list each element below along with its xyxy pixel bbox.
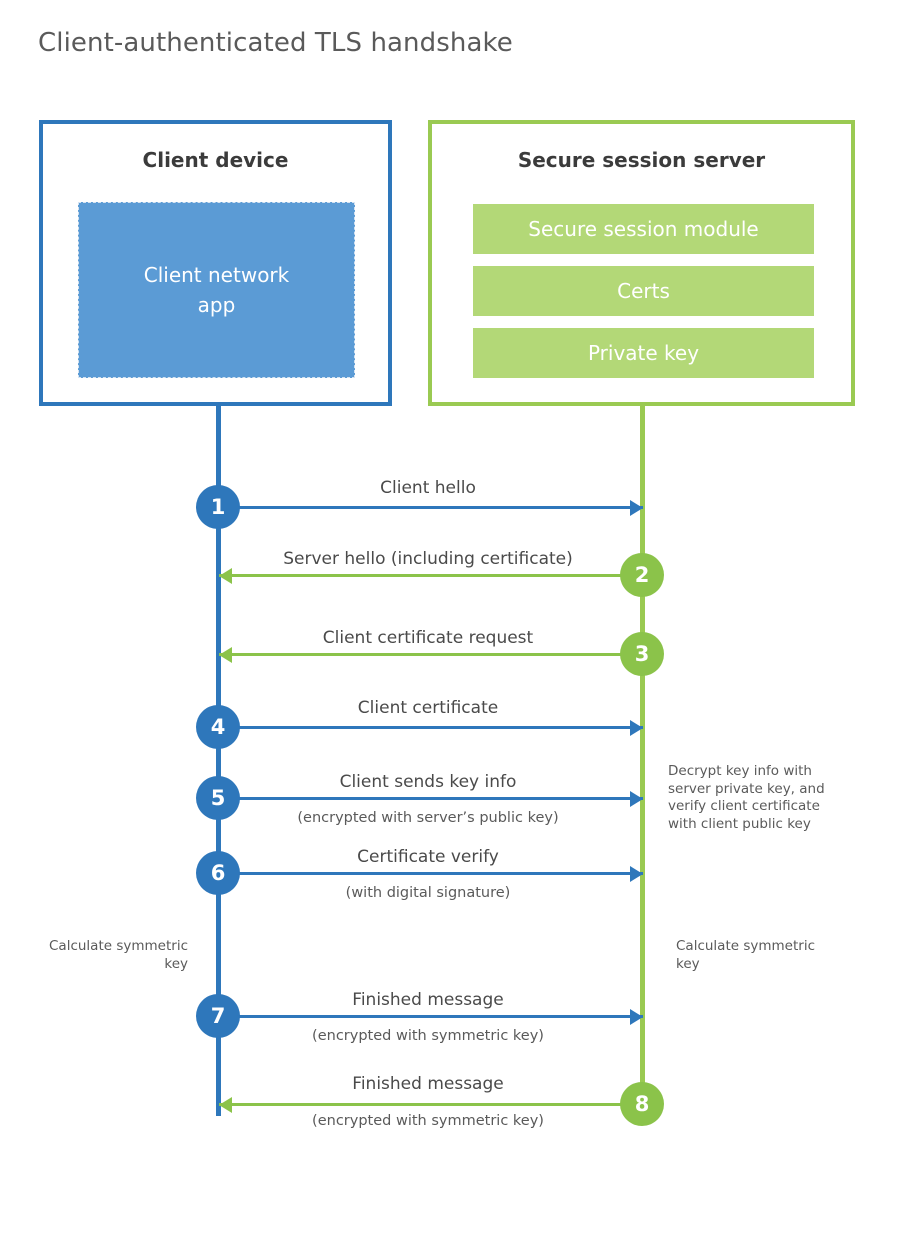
message-2-line	[219, 574, 643, 577]
step-marker-8: 8	[620, 1082, 664, 1126]
step-marker-5: 5	[196, 776, 240, 820]
message-8-arrowhead-icon	[219, 1097, 232, 1113]
message-1-line	[219, 506, 643, 509]
server-component-secure-session-module: Secure session module	[473, 204, 814, 254]
message-7-line	[219, 1015, 643, 1018]
message-8-label: Finished message	[352, 1074, 504, 1094]
step-marker-1: 1	[196, 485, 240, 529]
page-title: Client-authenticated TLS handshake	[38, 28, 513, 58]
message-6-sublabel: (with digital signature)	[345, 885, 511, 901]
note-client-calculate-symmetric-key: Calculate symmetric key	[49, 938, 188, 972]
secure-session-server-box: Secure session server Secure session mod…	[428, 120, 855, 406]
client-network-app-label: Client network app	[143, 263, 290, 317]
step-marker-6: 6	[196, 851, 240, 895]
note-server-calculate-symmetric-key: Calculate symmetric key	[676, 938, 815, 972]
message-5-label: Client sends key info	[339, 772, 517, 792]
message-3-line	[219, 653, 643, 656]
message-2-label: Server hello (including certificate)	[283, 549, 573, 569]
client-network-app-block: Client network app	[78, 202, 355, 378]
message-4-label: Client certificate	[357, 698, 499, 718]
secure-session-server-title: Secure session server	[517, 148, 766, 172]
message-1-label: Client hello	[380, 478, 476, 498]
message-5-sublabel: (encrypted with server’s public key)	[297, 810, 559, 826]
step-marker-7: 7	[196, 994, 240, 1038]
server-lifeline	[640, 404, 645, 1104]
server-component-certs: Certs	[473, 266, 814, 316]
message-3-arrowhead-icon	[219, 647, 232, 663]
message-7-label: Finished message	[352, 990, 504, 1010]
message-6-label: Certificate verify	[357, 847, 499, 867]
step-marker-4: 4	[196, 705, 240, 749]
message-4-line	[219, 726, 643, 729]
message-2-arrowhead-icon	[219, 568, 232, 584]
message-7-sublabel: (encrypted with symmetric key)	[312, 1028, 544, 1044]
message-8-sublabel: (encrypted with symmetric key)	[312, 1113, 544, 1129]
client-device-box: Client device Client network app	[39, 120, 392, 406]
message-7-arrowhead-icon	[630, 1009, 643, 1025]
message-8-line	[219, 1103, 643, 1106]
note-server-decrypt: Decrypt key info with server private key…	[668, 763, 825, 832]
client-device-title: Client device	[142, 148, 289, 172]
message-1-arrowhead-icon	[630, 500, 643, 516]
message-6-line	[219, 872, 643, 875]
message-5-arrowhead-icon	[630, 791, 643, 807]
message-6-arrowhead-icon	[630, 866, 643, 882]
client-lifeline	[216, 404, 221, 1116]
step-marker-2: 2	[620, 553, 664, 597]
message-4-arrowhead-icon	[630, 720, 643, 736]
message-3-label: Client certificate request	[322, 628, 534, 648]
step-marker-3: 3	[620, 632, 664, 676]
server-component-private-key: Private key	[473, 328, 814, 378]
message-5-line	[219, 797, 643, 800]
